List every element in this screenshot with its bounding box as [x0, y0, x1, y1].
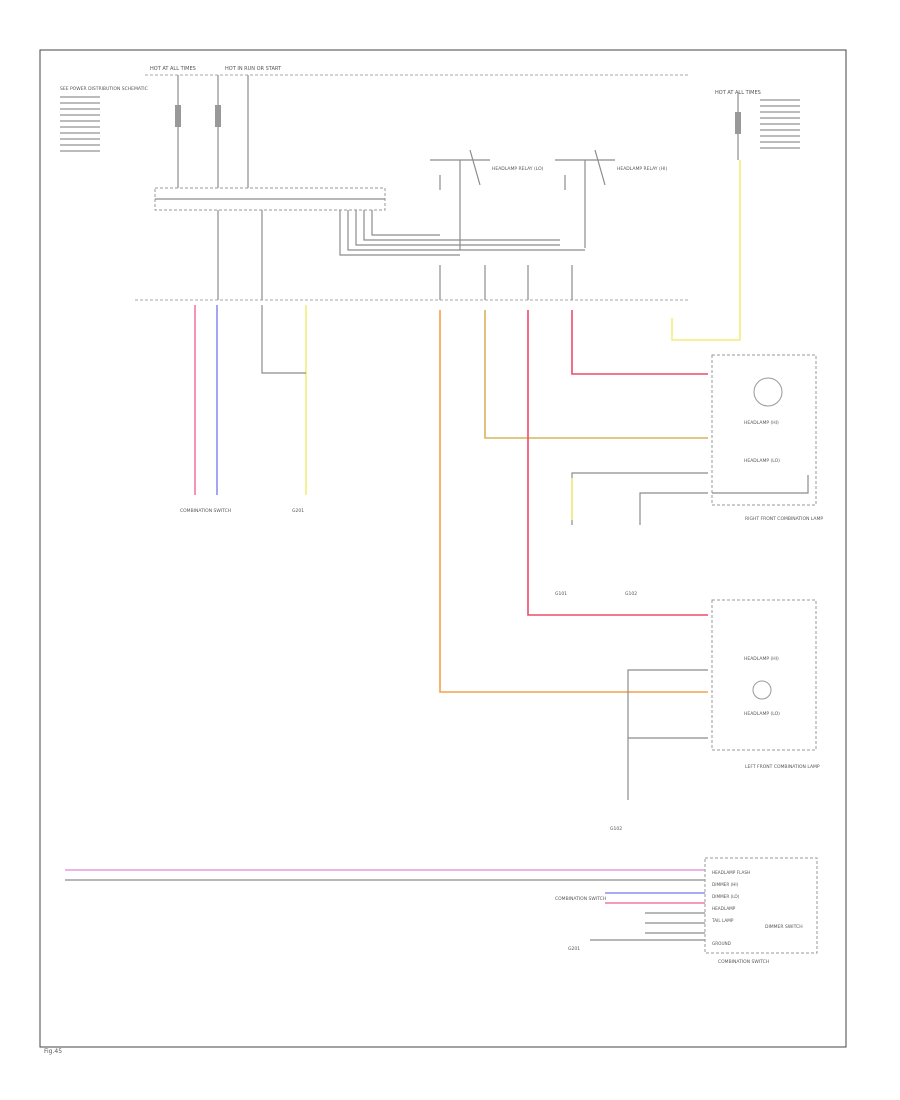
connector-label: COMBINATION SWITCH	[555, 896, 606, 902]
ground-label: G102	[610, 826, 622, 832]
ground-label: G101	[555, 591, 567, 597]
wire-yellow-right	[671, 160, 741, 341]
component-label: HEADLAMP (LO)	[744, 458, 780, 464]
page-id: Fig.45	[44, 1048, 62, 1055]
component-label: RIGHT FRONT COMBINATION LAMP	[745, 516, 823, 522]
switch-row: GROUND	[712, 941, 731, 946]
wire-gray-left	[261, 305, 306, 374]
combination-switch	[704, 857, 818, 954]
wire-orange	[439, 310, 708, 693]
right-front-combination-lamp	[711, 354, 817, 506]
fuse-icons	[175, 105, 741, 134]
left-lamp-ground-wires	[627, 669, 708, 800]
headlamp-relay-lo: HEADLAMP RELAY (LO)	[430, 149, 544, 250]
svg-text:HEADLAMP RELAY (HI): HEADLAMP RELAY (HI)	[617, 166, 667, 172]
switch-row: HEADLAMP	[712, 906, 736, 911]
mid-bus-drops	[217, 210, 573, 300]
note-lines	[60, 96, 100, 152]
switch-input-wires	[590, 892, 705, 941]
component-label: COMBINATION SWITCH	[718, 959, 769, 965]
left-front-combination-lamp	[711, 599, 817, 751]
note-lines-right	[760, 99, 800, 149]
component-label: DIMMER SWITCH	[765, 924, 803, 930]
diagram-frame	[39, 49, 847, 1048]
switch-row: TAIL LAMP	[711, 918, 734, 923]
component-label: HEADLAMP (LO)	[744, 711, 780, 717]
wire-tan	[484, 310, 708, 439]
ground-label: G201	[568, 946, 580, 952]
headlamp-relay-hi: HEADLAMP RELAY (HI)	[555, 149, 667, 248]
component-label: LEFT FRONT COMBINATION LAMP	[745, 764, 820, 770]
lamp-icon	[753, 377, 783, 407]
svg-text:HEADLAMP RELAY (LO): HEADLAMP RELAY (LO)	[492, 166, 544, 172]
fuse-block-label: HOT IN RUN OR START	[225, 66, 282, 72]
component-label: HEADLAMP (HI)	[744, 656, 779, 662]
wire-red-upper	[571, 310, 708, 375]
ground-label: G102	[625, 591, 637, 597]
fuse-block-label: HOT AT ALL TIMES	[150, 66, 196, 72]
component-label: HEADLAMP (HI)	[744, 420, 779, 426]
switch-row: DIMMER (HI)	[712, 882, 739, 887]
relay-control-wires	[339, 210, 585, 256]
lamp-icon	[752, 680, 772, 700]
switch-row: DIMMER (LO)	[712, 894, 740, 899]
switch-row: HEADLAMP FLASH	[712, 870, 750, 875]
ground-label: G201	[292, 508, 304, 514]
connector-label: COMBINATION SWITCH	[180, 508, 231, 514]
power-distribution-note: SEE POWER DISTRIBUTION SCHEMATIC	[60, 86, 148, 92]
wire-red-lower	[527, 310, 708, 616]
